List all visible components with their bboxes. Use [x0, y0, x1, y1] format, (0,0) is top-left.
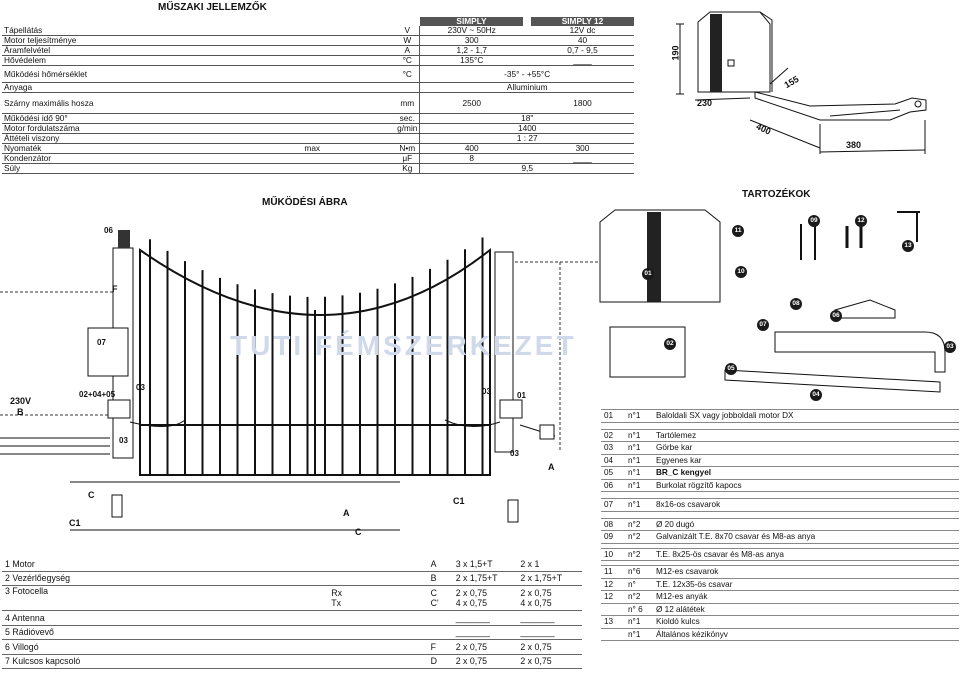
dim-190: 190: [670, 45, 681, 61]
diagram-title: MŰKÖDÉSI ÁBRA: [262, 197, 348, 208]
watermark: TUTI FÉMSZERKEZET: [230, 330, 577, 361]
label-230v: 230V: [10, 396, 32, 406]
legend-row: 4 Antenna______________: [2, 610, 582, 626]
accessory-badge: 07: [757, 319, 769, 331]
label-03a: 03: [136, 383, 145, 392]
label-A-right: A: [548, 462, 555, 472]
dim-380: 380: [846, 140, 862, 150]
label-C1-right: C1: [453, 496, 465, 506]
legend-row: 5 Rádióvevő______________: [2, 625, 582, 640]
accessory-badge: 04: [810, 389, 822, 401]
spec-row: Működési hőmérséklet°C-35° - +55°C: [2, 65, 634, 83]
motor-dimension-drawing: [676, 11, 927, 154]
accessory-badge: 02: [664, 338, 676, 350]
label-C1-left: C1: [69, 518, 81, 528]
accessory-badge: 13: [902, 240, 914, 252]
dim-230: 230: [697, 98, 713, 108]
label-C-left: C: [88, 490, 95, 500]
label-C-bottom: C: [355, 527, 362, 537]
accessories-drawing: [599, 209, 946, 393]
accessory-badge: 11: [732, 225, 744, 237]
accessory-badge: 05: [725, 363, 737, 375]
col-simply: SIMPLY: [419, 17, 524, 26]
label-07: 07: [97, 338, 106, 347]
label-03d: 03: [510, 449, 519, 458]
accessory-badge: 09: [808, 215, 820, 227]
label-06: 06: [104, 226, 113, 235]
accessories-title: TARTOZÉKOK: [742, 189, 811, 200]
accessory-badge: 12: [855, 215, 867, 227]
label-F: F: [112, 284, 118, 294]
label-02-04-05: 02+04+05: [79, 390, 116, 399]
label-03b: 03: [119, 436, 128, 445]
gate-diagram: [0, 230, 600, 531]
spec-row: Működési idő 90°sec.18": [2, 113, 634, 124]
col-simply12: SIMPLY 12: [530, 17, 634, 26]
accessory-badge: 03: [944, 341, 956, 353]
label-A-bottom: A: [343, 508, 350, 518]
accessory-badge: 01: [642, 268, 654, 280]
label-03c: 03: [482, 387, 491, 396]
label-B: B: [17, 407, 24, 417]
label-01: 01: [517, 391, 526, 400]
accessory-badge: 06: [830, 310, 842, 322]
accessory-badge: 10: [735, 266, 747, 278]
specs-title: MŰSZAKI JELLEMZŐK: [158, 2, 267, 13]
accessory-badge: 08: [790, 298, 802, 310]
